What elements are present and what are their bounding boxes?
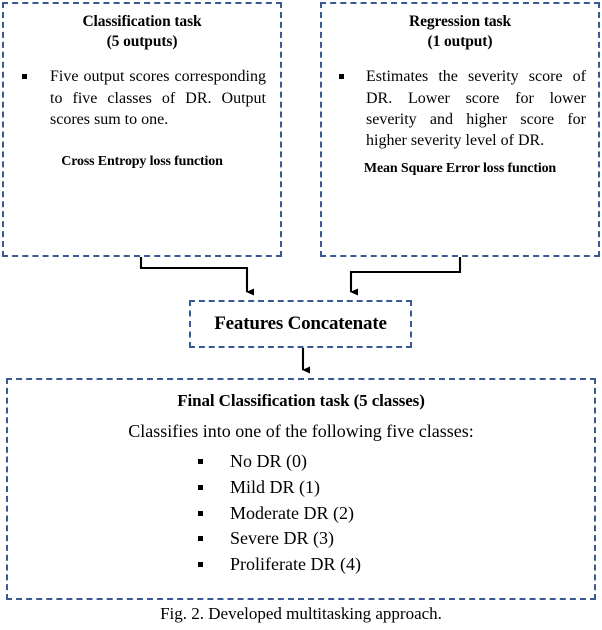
final-classification-box: Final Classification task (5 classes) Cl… — [6, 378, 596, 600]
bullet-square-icon — [198, 510, 203, 516]
features-concatenate-label: Features Concatenate — [214, 313, 387, 334]
bullet-square-icon — [198, 562, 203, 568]
arrow-classification-to-concat — [139, 257, 255, 296]
regression-loss-label: Mean Square Error loss function — [363, 161, 557, 177]
classification-task-title-line2: (5 outputs) — [106, 33, 178, 51]
classification-loss-label: Cross Entropy loss function — [61, 154, 223, 170]
classification-task-bullet-text: Five output scores corresponding to five… — [50, 68, 266, 128]
classification-task-box: Classification task (5 outputs) Five out… — [2, 2, 282, 257]
regression-task-bullet-item: Estimates the severity score of DR. Lowe… — [339, 66, 586, 151]
dr-class-list: No DR (0) Mild DR (1) Moderate DR (2) Se… — [8, 449, 594, 578]
final-classification-title: Final Classification task (5 classes) — [177, 391, 425, 410]
regression-task-box: Regression task (1 output) Estimates the… — [320, 2, 600, 257]
bullet-square-icon — [198, 459, 203, 465]
list-item: Proliferate DR (4) — [8, 552, 594, 578]
final-classification-subtitle: Classifies into one of the following fiv… — [128, 421, 474, 442]
list-item: Mild DR (1) — [8, 475, 594, 501]
dr-class-label: Proliferate DR (4) — [230, 554, 361, 575]
features-concatenate-box: Features Concatenate — [189, 300, 412, 348]
bullet-square-icon — [198, 484, 203, 490]
bullet-square-icon — [22, 74, 27, 80]
regression-task-bullet-text: Estimates the severity score of DR. Lowe… — [366, 68, 586, 150]
dr-class-label: Severe DR (3) — [230, 528, 334, 549]
bullet-square-icon — [198, 536, 203, 542]
bullet-square-icon — [339, 74, 344, 80]
regression-task-title-line1: Regression task — [409, 13, 511, 30]
dr-class-label: Moderate DR (2) — [230, 502, 354, 523]
regression-task-title-line2: (1 output) — [427, 33, 493, 51]
regression-task-title: Regression task (1 output) — [328, 12, 592, 52]
classification-task-title-line1: Classification task — [82, 13, 202, 30]
dr-class-label: Mild DR (1) — [230, 476, 320, 497]
list-item: Severe DR (3) — [8, 526, 594, 552]
figure-caption: Fig. 2. Developed multitasking approach. — [160, 604, 442, 623]
list-item: No DR (0) — [8, 449, 594, 475]
arrow-regression-to-concat — [349, 257, 462, 296]
list-item: Moderate DR (2) — [8, 501, 594, 527]
classification-task-title: Classification task (5 outputs) — [10, 12, 274, 52]
dr-class-label: No DR (0) — [230, 451, 307, 472]
classification-task-bullet-item: Five output scores corresponding to five… — [22, 66, 266, 130]
